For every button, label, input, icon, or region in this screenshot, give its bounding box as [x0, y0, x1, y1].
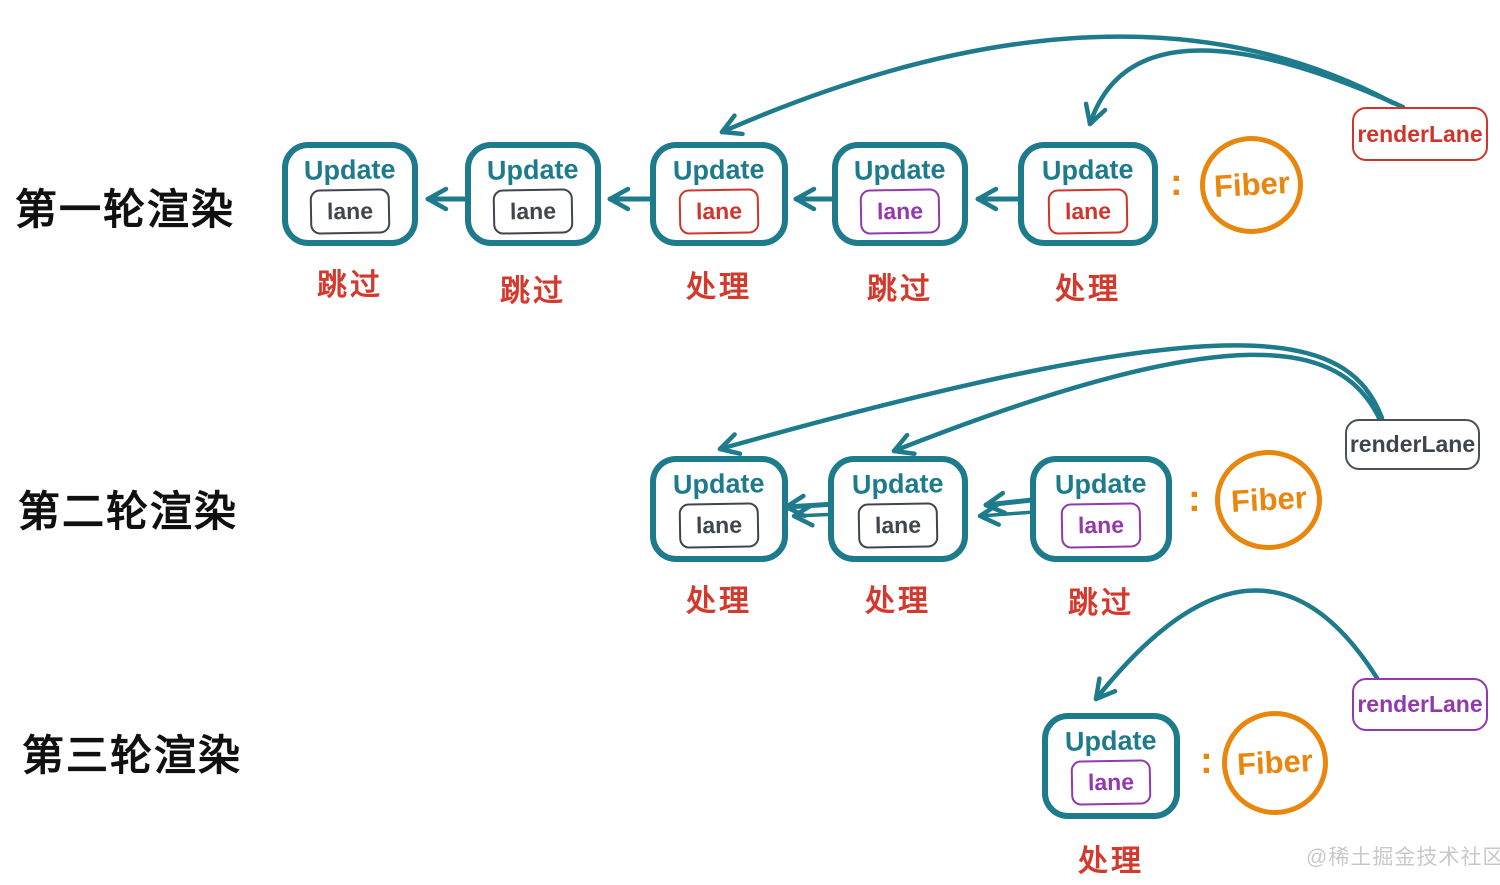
row2-label: 第二轮渲染: [18, 488, 239, 535]
r1-update-box-2-title: Update: [486, 154, 580, 186]
r1-update-box-1: Update lane: [282, 142, 418, 246]
r2-lane-box-2: lane: [857, 502, 939, 550]
r2-status-3: 跳过: [1068, 587, 1134, 620]
r1-update-box-4-title: Update: [853, 154, 947, 186]
r3-lane-box-1: lane: [1070, 759, 1152, 807]
arrow-r2-link-3to2: [983, 490, 1035, 516]
r3-fiber-circle: Fiber: [1222, 711, 1328, 815]
r2-update-box-2: Update lane: [828, 456, 968, 562]
r2-fiber-circle: Fiber: [1215, 450, 1322, 550]
r1-lane-label-1: lane: [326, 197, 374, 225]
r1-update-box-2: Update lane: [465, 142, 601, 246]
r2-lane-label-1: lane: [695, 511, 743, 539]
r2-lane-label-2: lane: [874, 511, 922, 539]
r2-update-box-3: Update lane: [1030, 456, 1172, 562]
r2-lane-label-3: lane: [1077, 511, 1125, 539]
r1-colon: :: [1170, 162, 1183, 204]
r3-colon: :: [1200, 740, 1213, 782]
row1-label: 第一轮渲染: [15, 186, 236, 233]
watermark: @稀土掘金技术社区: [1306, 846, 1500, 869]
r1-fiber-circle: Fiber: [1200, 136, 1303, 234]
r1-fiber-label: Fiber: [1212, 165, 1291, 204]
r2-lane-box-1: lane: [678, 502, 760, 550]
arrow-r1-renderlane-to-box3: [719, 34, 1396, 137]
arrow-r1-renderlane-to-box5: [1083, 48, 1406, 127]
r1-lane-label-3: lane: [695, 197, 743, 225]
r1-status-4: 跳过: [867, 273, 933, 306]
arrow-r3-renderlane-to-box1: [1093, 588, 1380, 702]
r1-update-box-4: Update lane: [832, 142, 968, 246]
r3-fiber-label: Fiber: [1236, 743, 1314, 782]
r1-renderlane-box: renderLane: [1352, 107, 1488, 161]
r2-fiber-label: Fiber: [1229, 480, 1308, 519]
row3-label: 第三轮渲染: [22, 732, 243, 779]
arrow-r2-link-3to2-sketch: [977, 502, 1036, 527]
r1-lane-label-4: lane: [876, 197, 924, 225]
r2-colon: :: [1188, 478, 1201, 520]
r2-update-box-2-title: Update: [851, 468, 945, 500]
r2-lane-box-3: lane: [1060, 502, 1142, 550]
r1-status-2: 跳过: [500, 275, 566, 308]
r1-status-1: 跳过: [317, 269, 383, 302]
r1-lane-box-1: lane: [309, 188, 391, 236]
r3-lane-label-1: lane: [1087, 768, 1135, 796]
r2-update-box-3-title: Update: [1054, 468, 1148, 500]
r3-update-box-1: Update lane: [1042, 713, 1180, 819]
arrow-r2-renderlane-to-box1: [717, 343, 1385, 456]
r1-update-box-5: Update lane: [1018, 142, 1158, 246]
r1-status-3: 处理: [686, 271, 752, 304]
r1-lane-label-2: lane: [509, 197, 557, 225]
r1-lane-box-2: lane: [492, 188, 574, 236]
r1-status-5: 处理: [1055, 273, 1121, 306]
r1-lane-box-3: lane: [678, 188, 760, 236]
r1-update-box-5-title: Update: [1041, 154, 1135, 186]
r3-renderlane-box: renderLane: [1352, 678, 1488, 731]
r1-update-box-1-title: Update: [303, 154, 397, 186]
r1-update-box-3-title: Update: [672, 154, 766, 186]
r2-status-1: 处理: [686, 585, 752, 618]
r3-update-box-1-title: Update: [1064, 725, 1158, 757]
r2-renderlane-box: renderLane: [1345, 419, 1480, 470]
r3-status-1: 处理: [1078, 845, 1144, 878]
r1-lane-box-5: lane: [1047, 188, 1129, 236]
r1-lane-label-5: lane: [1064, 197, 1112, 225]
r2-update-box-1: Update lane: [650, 456, 788, 562]
r2-update-box-1-title: Update: [672, 468, 766, 500]
r1-lane-box-4: lane: [859, 188, 941, 236]
arrow-r2-renderlane-to-box2: [891, 352, 1383, 456]
r2-status-2: 处理: [865, 585, 931, 618]
r1-update-box-3: Update lane: [650, 142, 788, 246]
